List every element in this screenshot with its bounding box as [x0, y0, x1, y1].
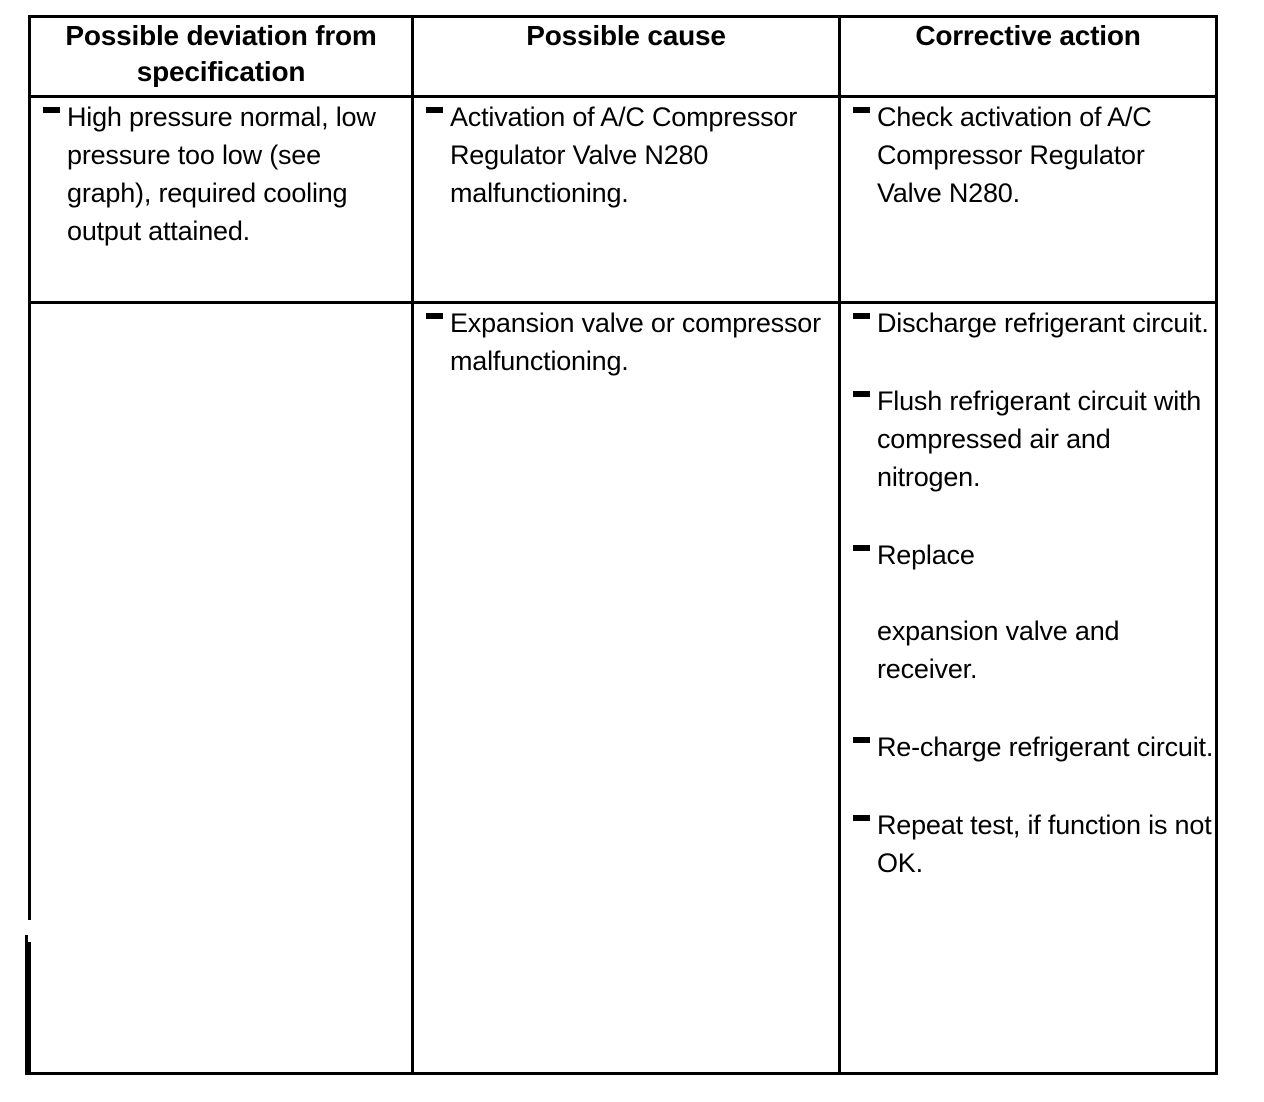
- column-header-cause: Possible cause: [411, 15, 841, 98]
- list-item-continuation-text: expansion valve and receiver.: [877, 615, 1120, 684]
- list-item-text: Activation of A/C Compressor Regulator V…: [450, 102, 798, 208]
- dash-bullet-icon: [426, 107, 443, 113]
- cell-deviation-row2: [28, 300, 414, 1076]
- list-item: Activation of A/C Compressor Regulator V…: [414, 98, 838, 212]
- dash-bullet-icon: [853, 736, 870, 743]
- list-item: Discharge refrigerant circuit.: [841, 304, 1215, 342]
- cell-cause-row1: Activation of A/C Compressor Regulator V…: [411, 95, 841, 304]
- list-item: Replace expansion valve and receiver.: [841, 536, 1215, 688]
- list-item: Expansion valve or compressor malfunctio…: [414, 304, 838, 380]
- dash-bullet-icon: [853, 814, 870, 821]
- troubleshooting-table: Possible deviation from specification Po…: [28, 15, 1218, 1076]
- troubleshooting-table-container: Possible deviation from specification Po…: [25, 15, 1218, 1076]
- dash-bullet-icon: [43, 107, 60, 113]
- list-item-text: Re-charge refrigerant circuit.: [877, 731, 1214, 762]
- column-header-action: Corrective action: [838, 15, 1218, 98]
- list-item: Flush refrigerant circuit with compresse…: [841, 382, 1215, 496]
- list-item: High pressure normal, low pressure too l…: [31, 98, 411, 250]
- dash-bullet-icon: [853, 107, 870, 113]
- list-item: Repeat test, if function is not OK.: [841, 806, 1215, 882]
- dash-bullet-icon: [853, 312, 870, 319]
- blank-line-spacer: [877, 574, 1215, 612]
- cell-action-row1: Check activation of A/C Compressor Regul…: [838, 95, 1218, 304]
- list-item-text: Discharge refrigerant circuit.: [877, 307, 1209, 338]
- bullet-list-deviation-row1: High pressure normal, low pressure too l…: [31, 98, 411, 250]
- cell-deviation-row1: High pressure normal, low pressure too l…: [28, 95, 414, 304]
- dash-bullet-icon: [426, 312, 443, 319]
- list-item-text: Repeat test, if function is not OK.: [877, 809, 1212, 878]
- list-item-text: Replace: [877, 539, 975, 570]
- table-header-row: Possible deviation from specification Po…: [28, 15, 1218, 98]
- column-header-action-label: Corrective action: [915, 20, 1141, 51]
- bullet-list-cause-row1: Activation of A/C Compressor Regulator V…: [414, 98, 838, 212]
- cell-action-row2: Discharge refrigerant circuit. Flush ref…: [838, 300, 1218, 1076]
- table-row: High pressure normal, low pressure too l…: [28, 95, 1218, 304]
- cell-cause-row2: Expansion valve or compressor malfunctio…: [411, 300, 841, 1076]
- dash-bullet-icon: [853, 390, 870, 397]
- column-header-cause-label: Possible cause: [526, 20, 726, 51]
- column-header-deviation-label: Possible deviation from specification: [65, 20, 377, 87]
- list-item: Check activation of A/C Compressor Regul…: [841, 98, 1215, 212]
- border-scan-artifact-gap: [28, 920, 31, 942]
- list-item-text: Expansion valve or compressor malfunctio…: [450, 307, 821, 376]
- list-item: Re-charge refrigerant circuit.: [841, 728, 1215, 766]
- bullet-list-action-row2: Discharge refrigerant circuit. Flush ref…: [841, 304, 1215, 882]
- dash-bullet-icon: [853, 544, 870, 551]
- list-item-text: High pressure normal, low pressure too l…: [67, 102, 376, 246]
- border-scan-artifact-offset: [25, 935, 28, 1075]
- column-header-deviation: Possible deviation from specification: [28, 15, 414, 98]
- bullet-list-cause-row2: Expansion valve or compressor malfunctio…: [414, 304, 838, 380]
- list-item-text: Flush refrigerant circuit with compresse…: [877, 385, 1202, 492]
- bullet-list-action-row1: Check activation of A/C Compressor Regul…: [841, 98, 1215, 212]
- table-row: Expansion valve or compressor malfunctio…: [28, 300, 1218, 1076]
- list-item-text: Check activation of A/C Compressor Regul…: [877, 102, 1152, 208]
